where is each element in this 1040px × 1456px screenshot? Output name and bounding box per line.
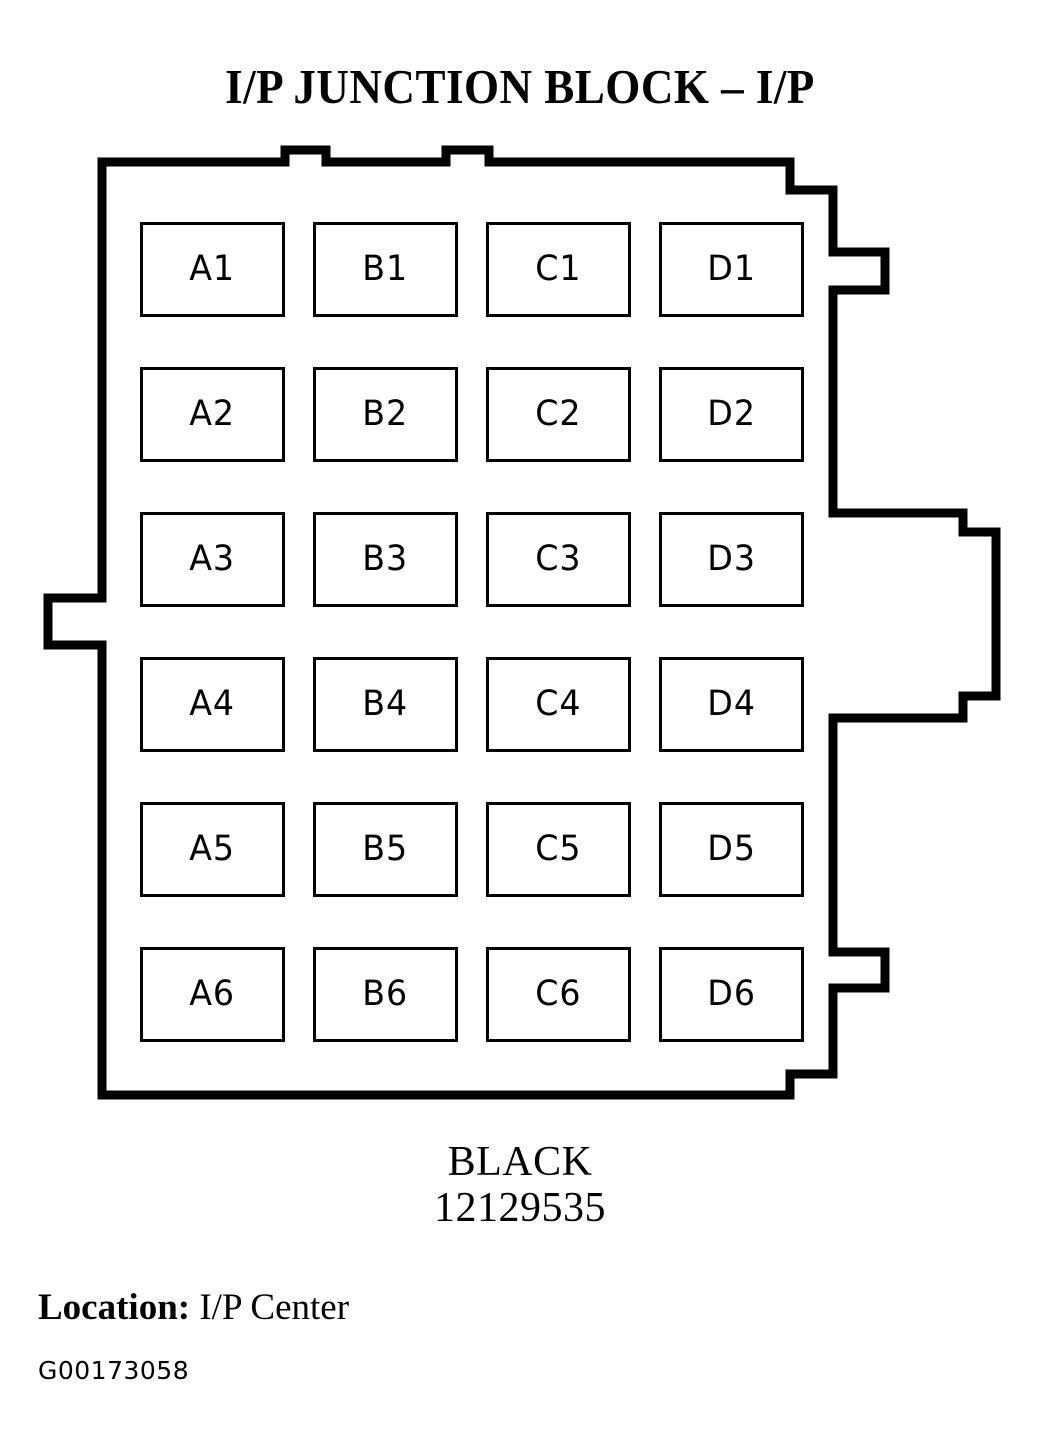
fuse-cavity-label: A5 — [189, 829, 236, 869]
fuse-cavity-a3[interactable]: A3 — [140, 512, 285, 607]
fuse-cavity-c2[interactable]: C2 — [486, 367, 631, 462]
fuse-cavity-c4[interactable]: C4 — [486, 657, 631, 752]
fuse-cavity-d1[interactable]: D1 — [659, 222, 804, 317]
fuse-cavity-d6[interactable]: D6 — [659, 947, 804, 1042]
location-value: I/P Center — [199, 1287, 350, 1328]
fuse-cavity-label: C3 — [535, 539, 582, 579]
fuse-cavity-d5[interactable]: D5 — [659, 802, 804, 897]
fuse-cavity-label: B2 — [362, 394, 409, 434]
fuse-cavity-b4[interactable]: B4 — [313, 657, 458, 752]
fuse-cavity-b6[interactable]: B6 — [313, 947, 458, 1042]
connector-part-number: 12129535 — [434, 1184, 606, 1231]
fuse-cavity-d2[interactable]: D2 — [659, 367, 804, 462]
fuse-cavity-label: C5 — [535, 829, 582, 869]
fuse-cavity-a1[interactable]: A1 — [140, 222, 285, 317]
fuse-cavity-label: B5 — [362, 829, 409, 869]
fuse-cavity-a4[interactable]: A4 — [140, 657, 285, 752]
junction-block-diagram: A1 B1 C1 D1 A2 B2 C2 D2 A3 B3 C3 — [0, 140, 1040, 1120]
fuse-cavity-label: A1 — [189, 249, 236, 289]
fuse-cavity-label: A4 — [189, 684, 236, 724]
fuse-cavity-c3[interactable]: C3 — [486, 512, 631, 607]
fuse-cavity-label: B4 — [362, 684, 409, 724]
fuse-cavity-c5[interactable]: C5 — [486, 802, 631, 897]
fuse-cavity-b1[interactable]: B1 — [313, 222, 458, 317]
fuse-cavity-b5[interactable]: B5 — [313, 802, 458, 897]
fuse-cavity-d3[interactable]: D3 — [659, 512, 804, 607]
fuse-cavity-label: B3 — [362, 539, 409, 579]
fuse-cavity-label: D4 — [707, 684, 756, 724]
fuse-cavity-c6[interactable]: C6 — [486, 947, 631, 1042]
fuse-cavity-b2[interactable]: B2 — [313, 367, 458, 462]
fuse-cavity-d4[interactable]: D4 — [659, 657, 804, 752]
fuse-cavity-b3[interactable]: B3 — [313, 512, 458, 607]
fuse-cavity-label: D3 — [707, 539, 756, 579]
fuse-cavity-label: A6 — [189, 974, 236, 1014]
connector-color-label: BLACK — [447, 1139, 593, 1185]
location-line: Location: I/P Center — [38, 1287, 350, 1329]
location-label: Location: — [38, 1287, 191, 1328]
fuse-cavity-label: D6 — [707, 974, 756, 1014]
fuse-cavity-label: B1 — [362, 249, 409, 289]
fuse-cavity-label: C6 — [535, 974, 582, 1014]
fuse-cavity-label: C4 — [535, 684, 582, 724]
fuse-cavity-label: A3 — [189, 539, 236, 579]
fuse-cavity-label: D5 — [707, 829, 756, 869]
connector-caption: BLACK 12129535 — [0, 1140, 1040, 1232]
fuse-cavity-a5[interactable]: A5 — [140, 802, 285, 897]
fuse-cavity-label: A2 — [189, 394, 236, 434]
fuse-cavity-a2[interactable]: A2 — [140, 367, 285, 462]
fuse-cavity-a6[interactable]: A6 — [140, 947, 285, 1042]
fuse-cavity-label: D1 — [707, 249, 756, 289]
page-title: I/P JUNCTION BLOCK – I/P — [225, 59, 815, 114]
fuse-cavity-grid: A1 B1 C1 D1 A2 B2 C2 D2 A3 B3 C3 — [140, 222, 805, 1102]
figure-id: G00173058 — [38, 1356, 190, 1385]
fuse-cavity-label: C2 — [535, 394, 582, 434]
fuse-cavity-c1[interactable]: C1 — [486, 222, 631, 317]
fuse-cavity-label: B6 — [362, 974, 409, 1014]
fuse-cavity-label: D2 — [707, 394, 756, 434]
fuse-cavity-label: C1 — [535, 249, 582, 289]
